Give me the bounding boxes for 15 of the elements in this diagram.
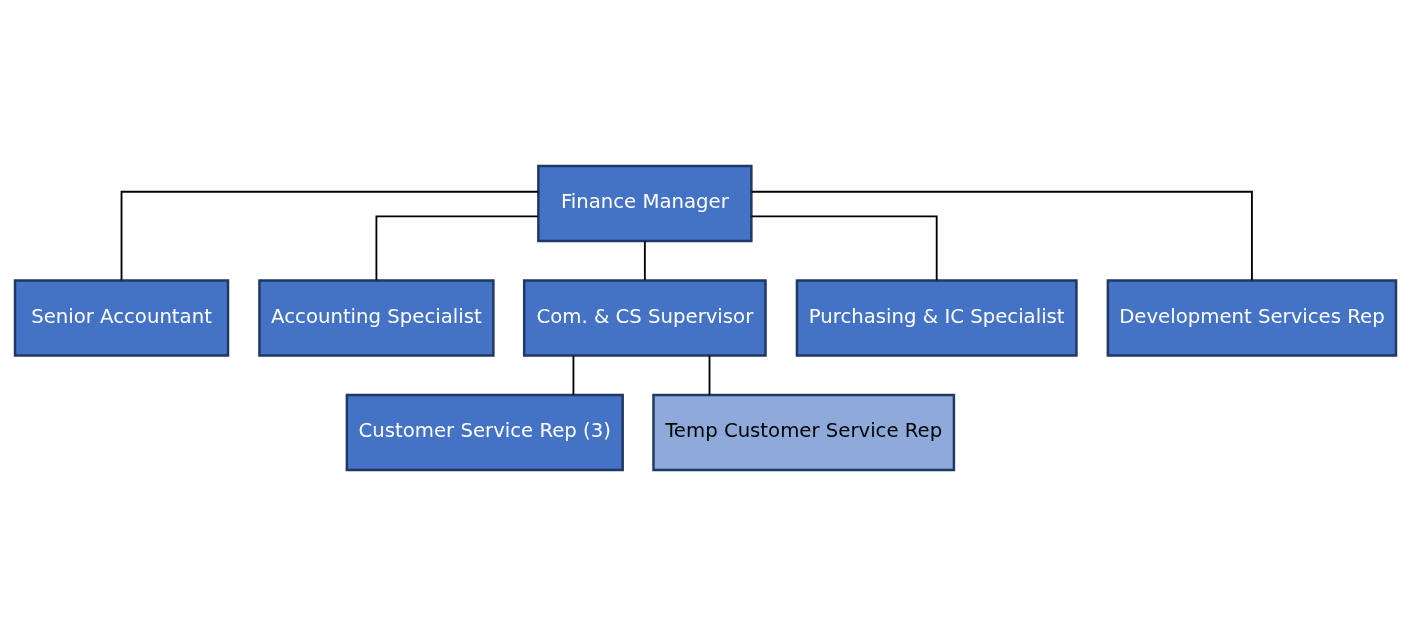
node-box: Accounting Specialist bbox=[258, 279, 495, 357]
node-box: Customer Service Rep (3) bbox=[345, 393, 624, 472]
node-box: Com. & CS Supervisor bbox=[522, 279, 767, 357]
connector bbox=[643, 240, 646, 282]
connector bbox=[708, 354, 711, 396]
connector bbox=[120, 190, 540, 282]
node-box: Senior Accountant bbox=[13, 279, 230, 357]
connector bbox=[375, 215, 539, 282]
node-box: Finance Manager bbox=[537, 164, 753, 243]
connector bbox=[572, 354, 575, 396]
node-box: Temp Customer Service Rep bbox=[652, 393, 956, 472]
connector bbox=[750, 190, 1253, 282]
connector bbox=[750, 215, 938, 282]
node-box: Purchasing & IC Specialist bbox=[795, 279, 1078, 357]
node-box: Development Services Rep bbox=[1106, 279, 1398, 357]
